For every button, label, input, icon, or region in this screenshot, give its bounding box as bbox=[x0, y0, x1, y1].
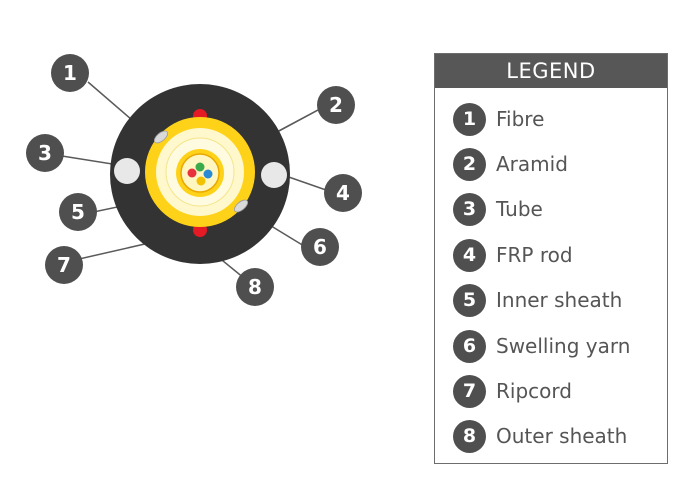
swelling-yarn-right bbox=[233, 199, 249, 213]
callout-6-number: 6 bbox=[313, 235, 327, 259]
callout-5: 5 bbox=[59, 193, 97, 231]
legend-badge: 4 bbox=[453, 238, 486, 272]
callout-1-number: 1 bbox=[63, 61, 77, 85]
legend-item-ripcord: 7 Ripcord bbox=[453, 374, 572, 408]
legend-item-inner-sheath: 5 Inner sheath bbox=[453, 283, 622, 317]
legend-badge: 6 bbox=[453, 329, 486, 363]
fibre-green bbox=[195, 162, 205, 172]
callout-6: 6 bbox=[301, 228, 339, 266]
legend-badge: 1 bbox=[453, 102, 486, 136]
legend-label: Inner sheath bbox=[496, 288, 623, 312]
callout-5-number: 5 bbox=[71, 200, 85, 224]
cable bbox=[110, 84, 290, 264]
callout-3-number: 3 bbox=[38, 141, 52, 165]
callout-7-number: 7 bbox=[57, 253, 71, 277]
tube bbox=[180, 153, 220, 193]
legend-label: Swelling yarn bbox=[496, 334, 631, 358]
legend-item-tube: 3 Tube bbox=[453, 192, 543, 226]
legend-badge: 3 bbox=[453, 192, 486, 226]
callout-2: 2 bbox=[317, 86, 355, 124]
legend-item-frp-rod: 4 FRP rod bbox=[453, 238, 573, 272]
legend-badge: 7 bbox=[453, 374, 486, 408]
legend-item-swelling-yarn: 6 Swelling yarn bbox=[453, 329, 630, 363]
callout-4: 4 bbox=[324, 174, 362, 212]
callout-3: 3 bbox=[26, 134, 64, 172]
legend-item-fibre: 1 Fibre bbox=[453, 102, 544, 136]
callout-8-number: 8 bbox=[248, 275, 262, 299]
leader-line-4 bbox=[282, 174, 327, 191]
legend-badge: 2 bbox=[453, 147, 486, 181]
legend-badge: 5 bbox=[453, 283, 486, 317]
swelling-yarn-left bbox=[153, 130, 169, 144]
legend-label: Tube bbox=[496, 197, 543, 221]
callout-2-number: 2 bbox=[329, 93, 343, 117]
legend-label: Outer sheath bbox=[496, 424, 628, 448]
legend-label: Aramid bbox=[496, 152, 568, 176]
legend-label: FRP rod bbox=[496, 243, 573, 267]
fibre-yellow bbox=[196, 176, 206, 186]
legend-item-aramid: 2 Aramid bbox=[453, 147, 568, 181]
legend-badge: 8 bbox=[453, 419, 486, 453]
callout-7: 7 bbox=[45, 246, 83, 284]
legend-panel: LEGEND 1 Fibre 2 Aramid 3 Tube 4 FRP rod… bbox=[434, 53, 668, 464]
callout-4-number: 4 bbox=[336, 181, 350, 205]
legend-item-outer-sheath: 8 Outer sheath bbox=[453, 419, 627, 453]
legend-title: LEGEND bbox=[435, 54, 667, 88]
fibre-blue bbox=[203, 169, 213, 179]
legend-label: Ripcord bbox=[496, 379, 572, 403]
callout-8: 8 bbox=[236, 268, 274, 306]
frp-rod-right bbox=[261, 162, 287, 188]
legend-label: Fibre bbox=[496, 107, 545, 131]
callout-1: 1 bbox=[51, 54, 89, 92]
frp-rod-left bbox=[114, 158, 140, 184]
fibre-red bbox=[187, 168, 197, 178]
